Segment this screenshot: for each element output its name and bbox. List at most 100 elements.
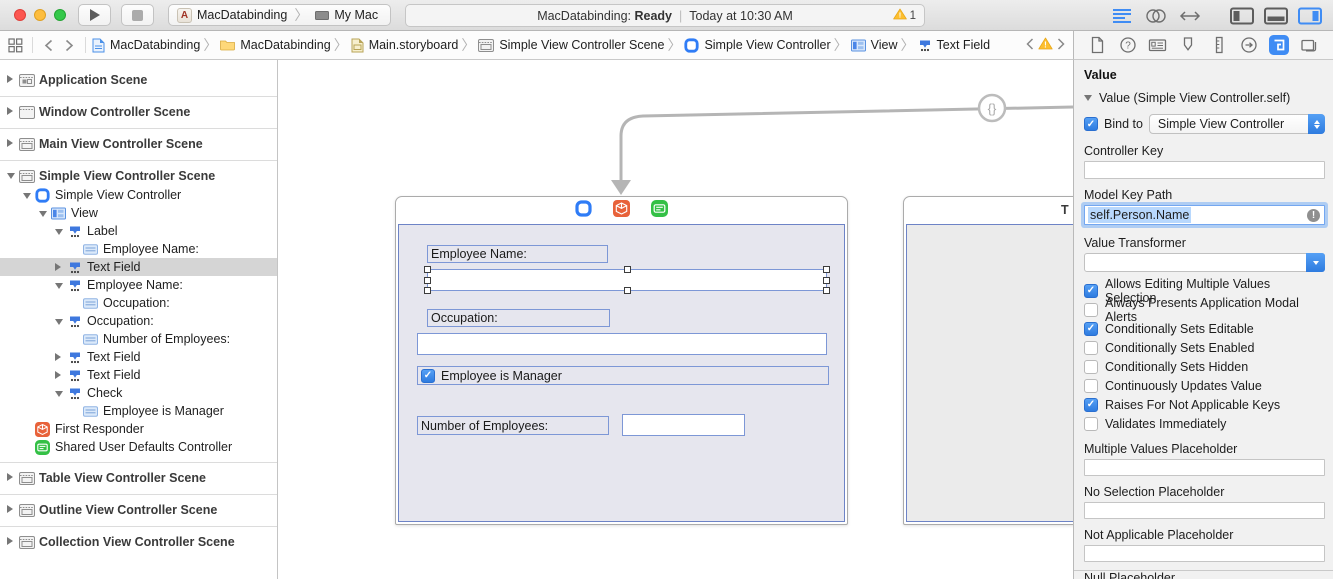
- go-back-button[interactable]: [38, 39, 59, 52]
- bind-to-popup[interactable]: Simple View Controller: [1148, 114, 1325, 134]
- number-of-employees-text-field[interactable]: [622, 414, 745, 436]
- assistant-editor-button[interactable]: [1141, 4, 1171, 28]
- related-items-button[interactable]: [0, 37, 27, 53]
- occupation-label[interactable]: Occupation:: [427, 309, 610, 327]
- outline-row-simple-view-controller[interactable]: Simple View Controller: [0, 186, 277, 204]
- placeholder-field[interactable]: [1084, 545, 1325, 562]
- panel-left-button[interactable]: [1227, 4, 1257, 28]
- disclosure-triangle[interactable]: [55, 371, 61, 379]
- tab-size-inspector[interactable]: [1206, 33, 1232, 57]
- number-of-employees-label[interactable]: Number of Employees:: [417, 416, 609, 435]
- disclosure-triangle[interactable]: [23, 193, 31, 199]
- disclosure-triangle[interactable]: [7, 75, 13, 83]
- outline-row-label[interactable]: Label: [0, 222, 277, 240]
- resize-handle[interactable]: [624, 266, 631, 273]
- outline-row-window-controller-scene[interactable]: Window Controller Scene: [0, 102, 277, 122]
- outline-row-check[interactable]: Check: [0, 384, 277, 402]
- employee-name-label[interactable]: Employee Name:: [427, 245, 608, 263]
- resize-handle[interactable]: [424, 266, 431, 273]
- disclosure-triangle[interactable]: [7, 537, 13, 545]
- placeholder-field[interactable]: [1084, 459, 1325, 476]
- previous-issue-button[interactable]: [1026, 37, 1034, 53]
- simple-view-controller-panel[interactable]: Employee Name: Occupation: ✓: [395, 196, 848, 525]
- manager-checkbox-row[interactable]: ✓ Employee is Manager: [417, 366, 829, 385]
- user-defaults-icon[interactable]: [651, 199, 668, 222]
- outline-row-text-field[interactable]: Text Field: [0, 258, 277, 276]
- disclosure-triangle[interactable]: [55, 391, 63, 397]
- close-button[interactable]: [14, 9, 26, 21]
- view-body[interactable]: Employee Name: Occupation: ✓: [398, 224, 845, 522]
- disclosure-triangle[interactable]: [55, 263, 61, 271]
- controller-key-field[interactable]: [1084, 161, 1325, 179]
- disclosure-triangle[interactable]: [7, 173, 15, 179]
- breadcrumb-item[interactable]: View: [850, 38, 899, 52]
- outline-row-text-field[interactable]: Text Field: [0, 348, 277, 366]
- disclosure-triangle[interactable]: [7, 107, 13, 115]
- checkbox[interactable]: [1084, 340, 1098, 355]
- outline-row-table-view-controller-scene[interactable]: Table View Controller Scene: [0, 468, 277, 488]
- disclosure-triangle[interactable]: [55, 319, 63, 325]
- scheme-selector[interactable]: A MacDatabinding 〉 My Mac: [168, 4, 392, 26]
- zoom-button[interactable]: [54, 9, 66, 21]
- outline-row-first-responder[interactable]: First Responder: [0, 420, 277, 438]
- table-view-controller-panel[interactable]: T: [903, 196, 1073, 525]
- version-editor-button[interactable]: [1175, 4, 1205, 28]
- tab-help-inspector[interactable]: ?: [1115, 33, 1141, 57]
- next-issue-button[interactable]: [1057, 37, 1065, 53]
- outline-row-employee-name[interactable]: Employee Name:: [0, 276, 277, 294]
- checkbox[interactable]: [1084, 416, 1098, 431]
- breadcrumb-item[interactable]: MacDatabinding: [219, 38, 331, 52]
- tab-identity-inspector[interactable]: [1145, 33, 1171, 57]
- resize-handle[interactable]: [624, 287, 631, 294]
- employee-name-text-field[interactable]: [424, 266, 830, 294]
- disclosure-triangle[interactable]: [55, 283, 63, 289]
- outline-row-collection-view-controller-scene[interactable]: Collection View Controller Scene: [0, 532, 277, 552]
- outline-row-view[interactable]: View: [0, 204, 277, 222]
- tab-file-inspector[interactable]: [1084, 33, 1110, 57]
- bind-to-checkbox[interactable]: ✓: [1084, 117, 1098, 131]
- resize-handle[interactable]: [424, 277, 431, 284]
- disclosure-triangle[interactable]: [39, 211, 47, 217]
- storyboard-canvas[interactable]: {} Employee Name:: [278, 60, 1073, 579]
- outline-row-employee-name[interactable]: Employee Name:: [0, 240, 277, 258]
- status-warning[interactable]: ! 1: [892, 8, 916, 23]
- tab-attributes-inspector[interactable]: [1175, 33, 1201, 57]
- panel-bottom-button[interactable]: [1261, 4, 1291, 28]
- run-button[interactable]: [78, 4, 111, 26]
- resize-handle[interactable]: [424, 287, 431, 294]
- disclosure-triangle[interactable]: [7, 473, 13, 481]
- resize-handle[interactable]: [823, 277, 830, 284]
- stop-button[interactable]: [121, 4, 154, 26]
- breadcrumb-item[interactable]: Simple View Controller Scene: [477, 38, 665, 52]
- value-transformer-combo[interactable]: [1084, 253, 1325, 272]
- checkbox-checked-icon[interactable]: ✓: [421, 368, 435, 383]
- outline-row-application-scene[interactable]: Application Scene: [0, 70, 277, 90]
- first-responder-icon[interactable]: [613, 199, 630, 222]
- value-group-header[interactable]: Value (Simple View Controller.self): [1084, 91, 1325, 105]
- occupation-text-field[interactable]: [417, 333, 827, 355]
- breadcrumb-item[interactable]: Text Field: [917, 38, 992, 52]
- outline-row-number-of-employees[interactable]: Number of Employees:: [0, 330, 277, 348]
- checkbox[interactable]: [1084, 302, 1098, 317]
- checkbox[interactable]: [1084, 359, 1098, 374]
- resize-handle[interactable]: [823, 266, 830, 273]
- breadcrumb-item[interactable]: Simple View Controller: [683, 37, 831, 53]
- disclosure-triangle[interactable]: [1084, 95, 1092, 101]
- checkbox[interactable]: ✓: [1084, 397, 1098, 412]
- outline-row-text-field[interactable]: Text Field: [0, 366, 277, 384]
- minimize-button[interactable]: [34, 9, 46, 21]
- disclosure-triangle[interactable]: [55, 229, 63, 235]
- placeholder-field[interactable]: [1084, 502, 1325, 519]
- view-controller-icon[interactable]: [575, 199, 592, 222]
- outline-row-simple-view-controller-scene[interactable]: Simple View Controller Scene: [0, 166, 277, 186]
- tab-effects-inspector[interactable]: [1297, 33, 1323, 57]
- breadcrumb-item[interactable]: MacDatabinding: [91, 38, 201, 53]
- outline-row-shared-user-defaults-controller[interactable]: Shared User Defaults Controller: [0, 438, 277, 456]
- outline-row-employee-is-manager[interactable]: Employee is Manager: [0, 402, 277, 420]
- model-key-path-field[interactable]: self.Person.Name !: [1084, 205, 1325, 225]
- view-body[interactable]: [906, 224, 1073, 522]
- checkbox[interactable]: [1084, 378, 1098, 393]
- panel-right-button[interactable]: [1295, 4, 1325, 28]
- checkbox[interactable]: ✓: [1084, 283, 1098, 298]
- standard-editor-button[interactable]: [1107, 4, 1137, 28]
